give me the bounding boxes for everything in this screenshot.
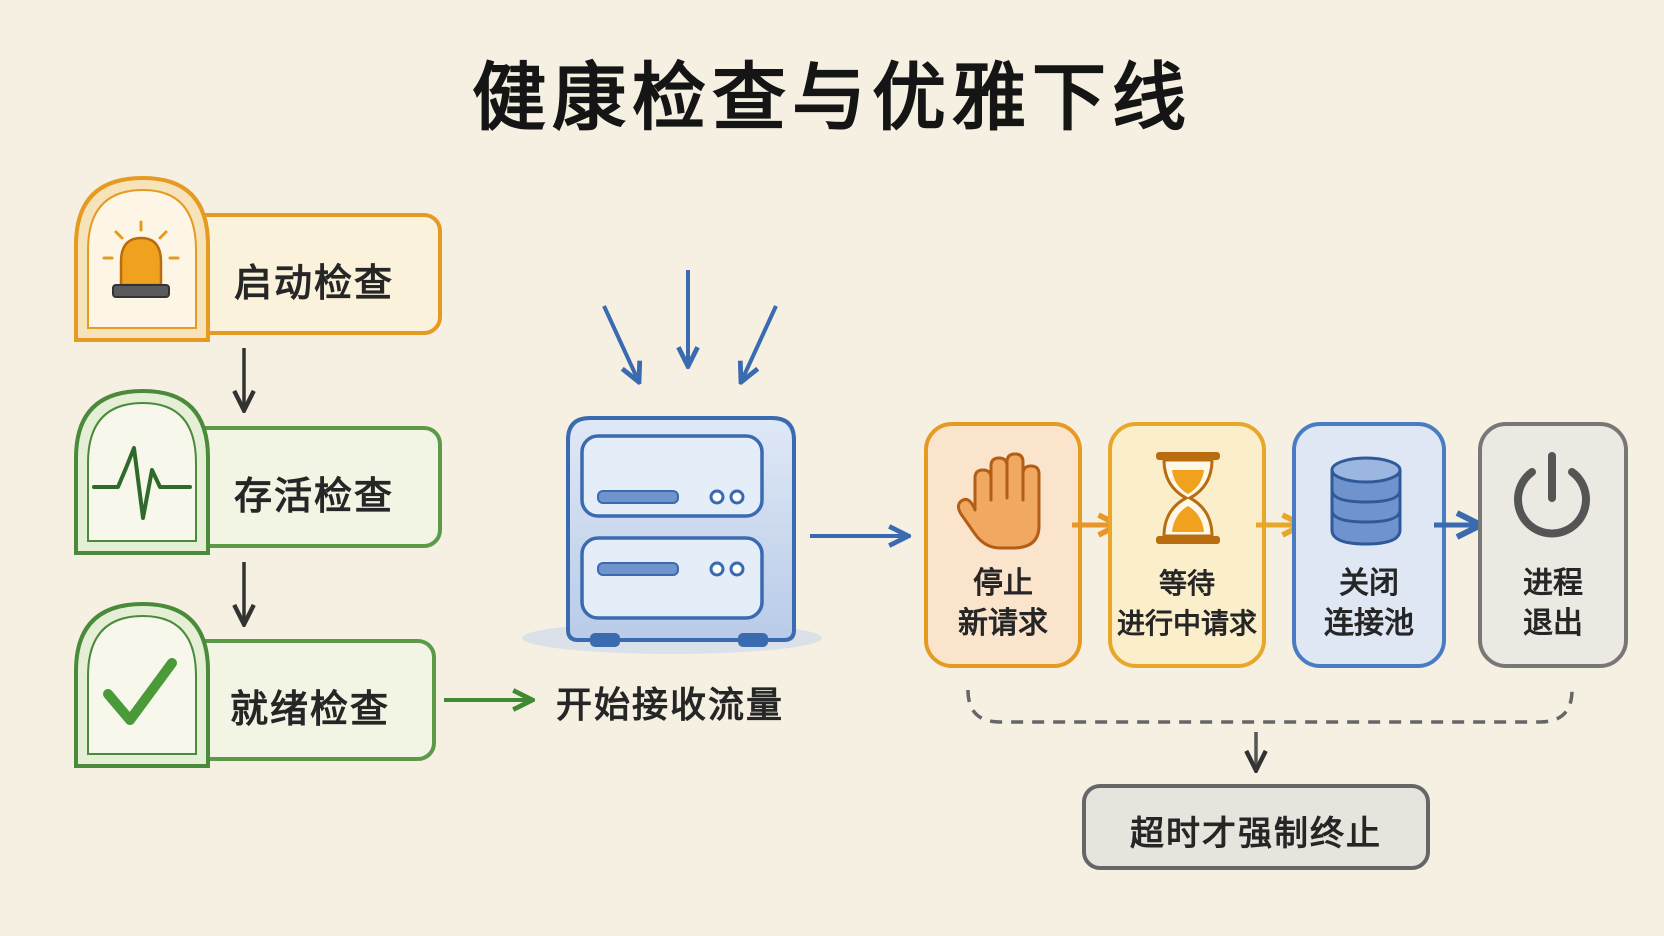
check-liveness-tab-inner [87, 401, 197, 542]
checkmark-icon [103, 658, 177, 725]
timeout-label: 超时才强制终止 [1130, 814, 1382, 854]
step-close-pool [1292, 422, 1446, 668]
heartbeat-icon [92, 446, 192, 520]
step-wait-label: 等待 进行中请求 [1112, 564, 1262, 644]
incoming-traffic-arrows [602, 270, 778, 380]
check-startup-label: 启动检查 [234, 261, 395, 305]
check-readiness-tab-inner [87, 614, 197, 755]
check-liveness-label: 存活检查 [234, 474, 395, 518]
step-process-exit [1478, 422, 1628, 668]
step-stop-label: 停止 新请求 [928, 564, 1078, 644]
step-close-label-line1: 关闭 [1339, 566, 1399, 601]
step-exit-label-line2: 退出 [1523, 606, 1583, 641]
check-readiness-label: 就绪检查 [230, 687, 391, 731]
check-startup [74, 175, 442, 342]
step-wait-box [1108, 422, 1266, 668]
step-stop-label-line1: 停止 [973, 566, 1033, 601]
timeout-bracket [966, 689, 1574, 724]
step-exit-box [1478, 422, 1628, 668]
database-icon [1330, 456, 1402, 546]
check-liveness [74, 388, 442, 555]
step-stop-label-line2: 新请求 [958, 606, 1048, 641]
step-wait-inflight [1108, 422, 1266, 668]
stop-hand-icon [956, 452, 1041, 550]
step-wait-label-line1: 等待 [1158, 567, 1215, 600]
diagram-title: 健康检查与优雅下线 [472, 55, 1192, 141]
step-wait-label-line2: 进行中请求 [1116, 607, 1257, 640]
step-exit-label: 进程 退出 [1478, 564, 1628, 644]
power-icon [1514, 452, 1590, 538]
step-close-label: 关闭 连接池 [1294, 564, 1444, 644]
step-close-label-line2: 连接池 [1324, 606, 1414, 641]
timeout-box [1082, 784, 1430, 870]
server-label: 开始接收流量 [556, 685, 785, 726]
step-stop-new-requests [924, 422, 1082, 668]
check-readiness [74, 601, 436, 768]
alarm-light-icon [102, 220, 180, 298]
server-icon [522, 416, 822, 654]
hourglass-icon [1156, 452, 1220, 544]
step-exit-label-line1: 进程 [1523, 566, 1583, 601]
